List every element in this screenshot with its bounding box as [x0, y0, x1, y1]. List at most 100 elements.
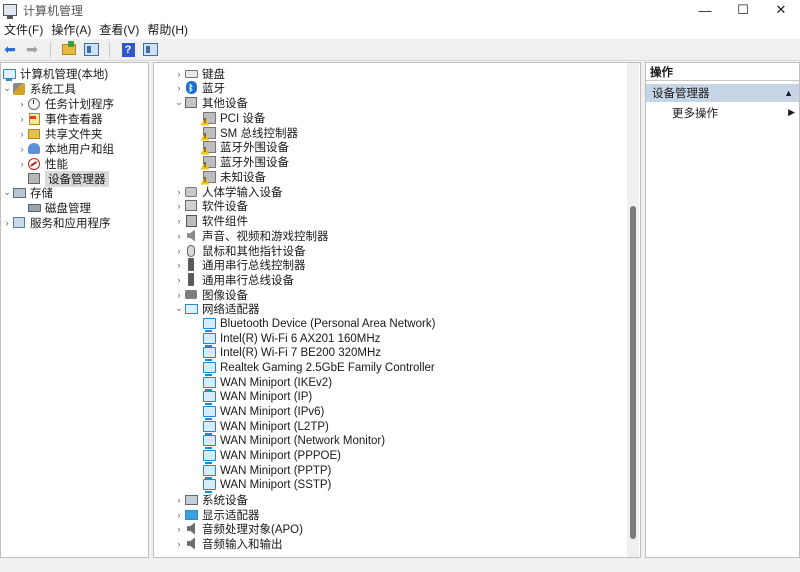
device-category-mouse[interactable]: › 鼠标和其他指针设备	[174, 243, 306, 258]
tree-item-performance[interactable]: › 性能	[17, 156, 68, 171]
expand-chevron-icon[interactable]: ›	[177, 289, 181, 300]
tree-item-task-scheduler[interactable]: › 任务计划程序	[17, 96, 114, 111]
device-item-pci[interactable]: PCI 设备	[202, 110, 265, 125]
device-category-display-adapters[interactable]: › 显示适配器	[174, 507, 260, 522]
device-item-network-adapter[interactable]: WAN Miniport (IPv6)	[202, 404, 324, 419]
device-category-usb-controllers[interactable]: › 通用串行总线控制器	[174, 257, 306, 272]
expand-chevron-icon[interactable]: ›	[20, 98, 24, 109]
device-label: 图像设备	[202, 289, 248, 302]
device-item-network-adapter[interactable]: WAN Miniport (L2TP)	[202, 419, 329, 434]
expand-chevron-icon[interactable]: ›	[20, 113, 24, 124]
device-label: Realtek Gaming 2.5GbE Family Controller	[220, 361, 435, 374]
vertical-scrollbar[interactable]	[627, 63, 639, 557]
device-category-network-adapters[interactable]: ⌄ 网络适配器	[174, 301, 259, 316]
system-devices-icon	[184, 493, 198, 506]
back-button[interactable]: ⬅	[0, 41, 20, 59]
close-button[interactable]: ✕	[775, 2, 787, 17]
device-label: 系统设备	[202, 494, 248, 507]
actions-header: 操作	[646, 63, 799, 81]
expand-chevron-icon[interactable]: ›	[5, 217, 9, 228]
device-item-network-adapter[interactable]: WAN Miniport (SSTP)	[202, 477, 331, 492]
device-category-hid[interactable]: › 人体学输入设备	[174, 184, 283, 199]
device-label: PCI 设备	[220, 112, 266, 125]
hid-icon	[184, 185, 198, 198]
device-item-network-adapter[interactable]: Realtek Gaming 2.5GbE Family Controller	[202, 360, 435, 375]
minimize-button[interactable]: —	[698, 2, 712, 18]
expand-chevron-icon[interactable]: ›	[20, 158, 24, 169]
device-item-network-adapter[interactable]: WAN Miniport (Network Monitor)	[202, 433, 385, 448]
menu-help[interactable]: 帮助(H)	[147, 23, 188, 37]
device-item-network-adapter[interactable]: Intel(R) Wi-Fi 7 BE200 320MHz	[202, 345, 381, 360]
collapse-chevron-icon[interactable]: ⌄	[175, 303, 183, 313]
device-category-system-devices[interactable]: › 系统设备	[174, 492, 248, 507]
device-item-unknown[interactable]: 未知设备	[202, 169, 266, 184]
device-label: WAN Miniport (Network Monitor)	[220, 434, 386, 447]
collapse-chevron-icon[interactable]: ⌄	[3, 187, 11, 197]
collapse-chevron-icon[interactable]: ⌄	[3, 83, 11, 93]
expand-chevron-icon[interactable]: ›	[20, 143, 24, 154]
device-category-usb-devices[interactable]: › 通用串行总线设备	[174, 272, 294, 287]
expand-chevron-icon[interactable]: ›	[177, 274, 181, 285]
toolbar: ⬅ ➡ ?	[0, 39, 800, 61]
device-item-network-adapter[interactable]: Bluetooth Device (Personal Area Network)	[202, 316, 435, 331]
device-item-smbus[interactable]: SM 总线控制器	[202, 125, 298, 140]
tree-item-disk-management[interactable]: 磁盘管理	[27, 200, 91, 215]
device-category-audio-apo[interactable]: › 音频处理对象(APO)	[174, 521, 303, 536]
device-category-other-devices[interactable]: ⌄ 其他设备	[174, 95, 248, 110]
device-category-software-devices[interactable]: › 软件设备	[174, 198, 248, 213]
expand-chevron-icon[interactable]: ›	[177, 186, 181, 197]
device-item-network-adapter[interactable]: Intel(R) Wi-Fi 6 AX201 160MHz	[202, 331, 380, 346]
device-category-software-components[interactable]: › 软件组件	[174, 213, 248, 228]
tree-item-local-users[interactable]: › 本地用户和组	[17, 141, 114, 156]
tree-item-device-manager[interactable]: 设备管理器	[27, 170, 112, 187]
system-tools-icon	[12, 82, 26, 95]
device-item-bt-peripheral-2[interactable]: 蓝牙外围设备	[202, 154, 289, 169]
more-actions-item[interactable]: 更多操作 ▶	[672, 105, 795, 121]
tree-item-shared-folders[interactable]: › 共享文件夹	[17, 126, 103, 141]
device-item-bt-peripheral-1[interactable]: 蓝牙外围设备	[202, 139, 289, 154]
expand-chevron-icon[interactable]: ›	[177, 538, 181, 549]
expand-chevron-icon[interactable]: ›	[177, 68, 181, 79]
device-item-network-adapter[interactable]: WAN Miniport (IKEv2)	[202, 375, 332, 390]
device-item-network-adapter[interactable]: WAN Miniport (PPPOE)	[202, 448, 341, 463]
device-category-audio-io[interactable]: › 音频输入和输出	[174, 536, 283, 551]
tree-item-system-tools[interactable]: ⌄ 系统工具	[2, 81, 76, 96]
scrollbar-thumb[interactable]	[630, 206, 636, 539]
forward-button[interactable]: ➡	[22, 41, 42, 59]
show-hide-action-pane-button[interactable]	[140, 41, 160, 59]
device-item-network-adapter[interactable]: WAN Miniport (IP)	[202, 389, 312, 404]
actions-section-device-manager[interactable]: 设备管理器 ▲	[646, 84, 799, 102]
collapse-up-icon[interactable]: ▲	[784, 88, 793, 98]
expand-chevron-icon[interactable]: ›	[177, 523, 181, 534]
expand-chevron-icon[interactable]: ›	[177, 259, 181, 270]
expand-chevron-icon[interactable]: ›	[177, 215, 181, 226]
up-one-level-button[interactable]	[59, 41, 79, 59]
device-category-imaging[interactable]: › 图像设备	[174, 287, 249, 302]
menu-file[interactable]: 文件(F)	[4, 23, 44, 37]
tree-item-services-apps[interactable]: › 服务和应用程序	[2, 215, 111, 230]
tree-item-label: 共享文件夹	[45, 128, 103, 141]
tree-item-label: 本地用户和组	[45, 143, 114, 156]
expand-chevron-icon[interactable]: ›	[177, 245, 181, 256]
warning-device-icon	[202, 155, 216, 168]
help-button[interactable]: ?	[118, 41, 138, 59]
expand-chevron-icon[interactable]: ›	[177, 509, 181, 520]
device-category-bluetooth[interactable]: › ᛒ 蓝牙	[174, 80, 225, 95]
sound-icon	[184, 229, 198, 242]
show-hide-tree-button[interactable]	[81, 41, 101, 59]
menu-action[interactable]: 操作(A)	[51, 23, 92, 37]
device-category-keyboard[interactable]: › 键盘	[174, 66, 226, 81]
expand-chevron-icon[interactable]: ›	[177, 200, 181, 211]
expand-chevron-icon[interactable]: ›	[177, 230, 181, 241]
collapse-chevron-icon[interactable]: ⌄	[175, 97, 183, 107]
expand-chevron-icon[interactable]: ›	[177, 82, 181, 93]
tree-item-storage[interactable]: ⌄ 存储	[2, 185, 53, 200]
expand-chevron-icon[interactable]: ›	[20, 128, 24, 139]
menu-view[interactable]: 查看(V)	[99, 23, 140, 37]
tree-item-event-viewer[interactable]: › 事件查看器	[17, 111, 103, 126]
maximize-button[interactable]: ☐	[737, 2, 749, 17]
expand-chevron-icon[interactable]: ›	[177, 494, 181, 505]
device-category-sound[interactable]: › 声音、视频和游戏控制器	[174, 228, 329, 243]
device-item-network-adapter[interactable]: WAN Miniport (PPTP)	[202, 463, 331, 478]
tree-item-computer-management[interactable]: 计算机管理(本地)	[2, 66, 108, 81]
